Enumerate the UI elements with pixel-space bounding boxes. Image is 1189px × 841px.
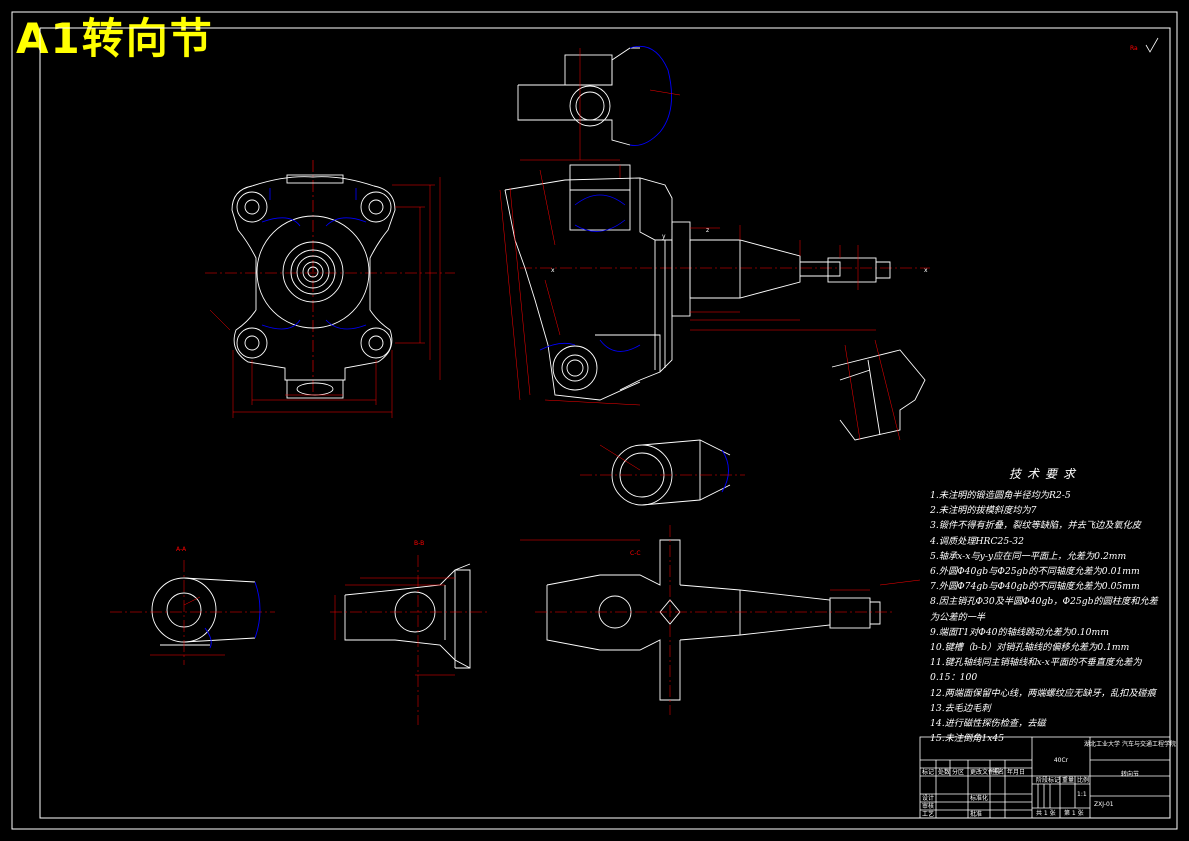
roughness-label: Ra: [1130, 45, 1138, 52]
aux-top-view: [517, 47, 640, 146]
row-label-count: 处数: [938, 768, 950, 776]
side-hidden: [539, 194, 641, 352]
aux-top-hidden: [629, 45, 673, 146]
flange-hidden: [261, 188, 367, 330]
axis-label-z: z: [706, 227, 709, 234]
material-text: 40Cr: [1054, 757, 1069, 764]
requirement-item: 1.未注明的锻造圆角半径均为R2-5: [930, 490, 1071, 501]
row-label-file: 更改文件号: [970, 768, 1000, 776]
row-label-mark: 标记: [922, 768, 934, 776]
drawing-no: ZXJ-01: [1094, 801, 1114, 808]
section-c-dims: [520, 525, 921, 715]
row-label-sign: 签名: [992, 768, 1004, 776]
requirement-item: 10.键槽（b-b）对销孔轴线的偏移允差为0.1mm: [930, 642, 1130, 654]
mid-section-view: [611, 439, 731, 506]
process-label: 工艺: [922, 810, 934, 818]
mid-section-hidden: [721, 449, 729, 493]
row-label-date: 年月日: [1007, 768, 1025, 776]
axis-label-y: y: [662, 233, 666, 240]
requirement-item: 5.轴承x-x与y-y应在同一平面上，允差为0.2mm: [930, 550, 1127, 562]
requirement-item: 6.外圆Φ40gb与Φ25gb的不同轴度允差为0.01mm: [930, 566, 1140, 578]
section-a-view: [151, 577, 256, 646]
requirement-item: 13.去毛边毛刺: [930, 702, 991, 714]
aux-top-dims: [520, 48, 681, 161]
scale-value: 1:1: [1077, 791, 1087, 798]
approve-label: 批准: [970, 810, 982, 818]
requirement-item: 4.调质处理HRC25-32: [930, 535, 1024, 547]
view-label-b: B-B: [414, 540, 424, 547]
inner-border: [39, 27, 1171, 819]
section-b-view: [344, 563, 471, 669]
requirement-item: 11.键孔轴线同主销轴线和x-x平面的不垂直度允差为0.15：100: [930, 657, 1142, 684]
weight-label: 重量: [1062, 776, 1074, 784]
sheet-num: 第 1 张: [1064, 809, 1084, 817]
axis-label-x: x: [551, 267, 555, 274]
side-dims: [499, 165, 876, 406]
school-text: 湖北工业大学 汽车与交通工程学院: [1084, 740, 1176, 748]
scale-label: 比例: [1077, 776, 1089, 784]
side-view: [504, 164, 930, 401]
sheet-count: 共 1 张: [1036, 809, 1056, 817]
requirement-item: 9.端面T1对Φ40的轴线跳动允差为0.10mm: [930, 626, 1109, 638]
requirement-item: 12.两端面保留中心线，两端螺纹应无缺牙，乱扣及碰痕: [930, 687, 1156, 699]
technical-requirements: 技术要求 1.未注明的锻造圆角半径均为R2-5 2.未注明的拔模斜度均为7 3.…: [930, 466, 1160, 746]
title-block: [919, 736, 1171, 819]
detail-right-dims: [844, 339, 901, 441]
axis-label-x-end: x: [924, 267, 928, 274]
detail-right-view: [831, 349, 926, 441]
roughness-symbol: [1145, 37, 1159, 53]
check-label: 审核: [922, 802, 934, 810]
standardize-label: 标准化: [970, 794, 988, 802]
outer-border: [11, 11, 1178, 830]
flange-dims: [209, 177, 441, 418]
part-name-text: 转向节: [1121, 770, 1139, 778]
flange-view: [205, 160, 455, 399]
technical-requirements-title: 技术要求: [1008, 467, 1081, 481]
section-a-dims: [110, 560, 275, 665]
stage-label: 阶段标记: [1036, 776, 1060, 784]
requirement-item: 15.未注倒角1x45: [930, 733, 1005, 745]
requirement-item: 8.因主销孔Φ30及半圆Φ40gb，Φ25gb的圆柱度和允差为公差的一半: [930, 596, 1158, 623]
section-a-hidden: [204, 581, 261, 649]
requirement-item: 2.未注明的拔模斜度均为7: [930, 505, 1037, 517]
mid-section-dims: [580, 444, 745, 476]
requirement-item: 14.进行磁性探伤检查，去磁: [930, 718, 1046, 730]
view-label-c: C-C: [630, 550, 641, 557]
requirement-item: 7.外圆Φ74gb与Φ40gb的不同轴度允差为0.05mm: [930, 581, 1140, 593]
requirement-item: 3.锻件不得有折叠，裂纹等缺陷，并去飞边及氧化皮: [930, 520, 1141, 532]
row-label-zone: 分区: [952, 768, 964, 776]
section-b-dims: [330, 555, 490, 725]
section-c-view: [546, 539, 881, 701]
view-label-a: A-A: [176, 546, 187, 553]
sheet-title: A1转向节: [16, 14, 214, 63]
designer-label: 设计: [922, 794, 934, 802]
title-block-text: 40Cr 湖北工业大学 汽车与交通工程学院 转向节 阶段标记 重量 比例 1:1…: [922, 740, 1176, 818]
